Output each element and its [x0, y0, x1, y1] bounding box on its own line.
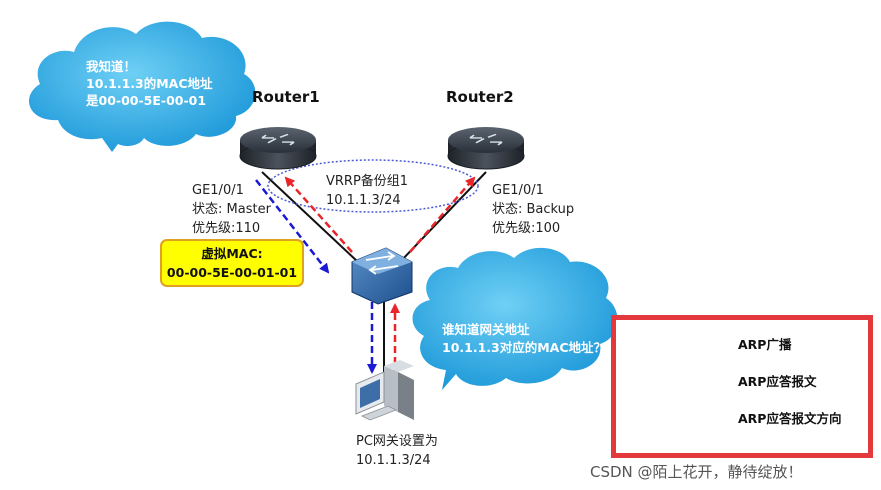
cloud-pc-icon [412, 247, 618, 390]
router2-name: Router2 [446, 88, 514, 106]
arp-broadcast-switch-to-router2 [409, 176, 476, 253]
virtual-mac-title: 虚拟MAC: [201, 246, 263, 261]
cloud-router-icon [28, 21, 256, 152]
virtual-mac-value: 00-00-5E-00-01-01 [166, 265, 298, 280]
pc-icon [355, 360, 414, 421]
cloud-pc-line2: 10.1.1.3对应的MAC地址？ [442, 340, 607, 355]
vrrp-group-name: VRRP备份组1 [326, 174, 409, 189]
cloud-router-line1: 我知道！ [86, 59, 137, 74]
router1-state: 状态: Master [192, 202, 271, 217]
legend-label-arp-reply-direction: ARP应答报文方向 [738, 411, 842, 426]
vrrp-group-address: 10.1.1.3/24 [326, 193, 401, 208]
pc-label-line2: 10.1.1.3/24 [356, 453, 431, 468]
arp-reply-router1-to-switch [255, 179, 330, 274]
legend-label-arp-reply: ARP应答报文 [738, 374, 817, 389]
cloud-router-line2: 10.1.1.3的MAC地址 [86, 76, 213, 91]
vrrp-group-ellipse [267, 159, 479, 213]
pc-label-line1: PC网关设置为 [356, 434, 438, 449]
legend-label-arp-broadcast: ARP广播 [738, 337, 792, 352]
switch-icon [351, 247, 413, 305]
cloud-pc-line1: 谁知道网关地址 [442, 322, 530, 337]
router1-interface: GE1/0/1 [192, 183, 244, 198]
router2-priority: 优先级:100 [492, 221, 561, 236]
router2-interface: GE1/0/1 [492, 183, 544, 198]
router1-icon [239, 127, 317, 170]
router2-state: 状态: Backup [492, 202, 575, 217]
legend-box: ARP广播 ARP应答报文 ARP应答报文方向 [611, 315, 873, 458]
router2-icon [447, 127, 525, 170]
link-router1-switch [261, 171, 359, 263]
router1-priority: 优先级:110 [192, 221, 261, 236]
arp-broadcast-switch-to-router1 [284, 176, 353, 253]
virtual-mac-box: 虚拟MAC: 00-00-5E-00-01-01 [160, 239, 304, 287]
cloud-router-line3: 是00-00-5E-00-01 [86, 93, 207, 108]
watermark-text: CSDN @陌上花开，静待绽放！ [590, 463, 803, 481]
router1-name: Router1 [252, 88, 320, 106]
